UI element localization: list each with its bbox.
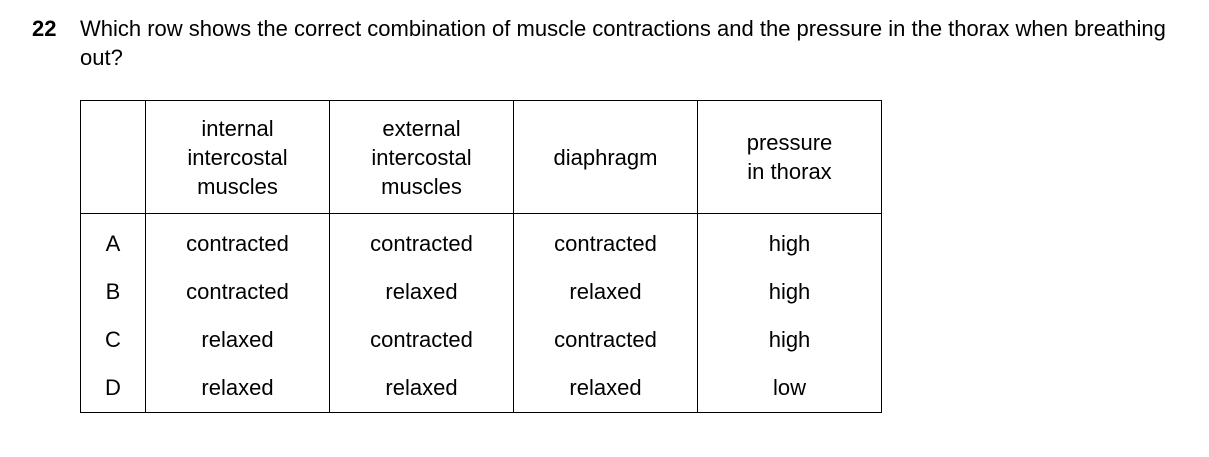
- table-row: B contracted relaxed relaxed high: [80, 268, 882, 316]
- header-internal-intercostal: internal intercostal muscles: [145, 100, 330, 214]
- row-letter: C: [80, 316, 146, 364]
- table-cell: contracted: [513, 316, 698, 364]
- question: 22 Which row shows the correct combinati…: [32, 14, 1192, 72]
- table-header-row: internal intercostal muscles external in…: [80, 100, 882, 214]
- table-cell: relaxed: [513, 268, 698, 316]
- table-cell: contracted: [329, 316, 514, 364]
- table-cell: relaxed: [513, 364, 698, 413]
- row-letter: A: [80, 213, 146, 268]
- header-pressure: pressure in thorax: [697, 100, 882, 214]
- table-cell: contracted: [513, 213, 698, 268]
- header-external-intercostal: external intercostal muscles: [329, 100, 514, 214]
- row-letter: D: [80, 364, 146, 413]
- table-cell: contracted: [145, 213, 330, 268]
- question-number: 22: [32, 16, 57, 41]
- table-row: D relaxed relaxed relaxed low: [80, 364, 882, 413]
- header-diaphragm: diaphragm: [513, 100, 698, 214]
- answer-table: internal intercostal muscles external in…: [80, 100, 882, 413]
- question-text: Which row shows the correct combination …: [80, 16, 1166, 70]
- table-cell: high: [697, 213, 882, 268]
- row-letter: B: [80, 268, 146, 316]
- table-row: C relaxed contracted contracted high: [80, 316, 882, 364]
- table-cell: contracted: [329, 213, 514, 268]
- table-cell: relaxed: [145, 316, 330, 364]
- table-cell: low: [697, 364, 882, 413]
- table-cell: relaxed: [329, 364, 514, 413]
- header-letter-cell: [80, 100, 146, 214]
- table-row: A contracted contracted contracted high: [80, 213, 882, 268]
- table-cell: high: [697, 268, 882, 316]
- table-cell: high: [697, 316, 882, 364]
- table-cell: relaxed: [145, 364, 330, 413]
- table-cell: relaxed: [329, 268, 514, 316]
- table-cell: contracted: [145, 268, 330, 316]
